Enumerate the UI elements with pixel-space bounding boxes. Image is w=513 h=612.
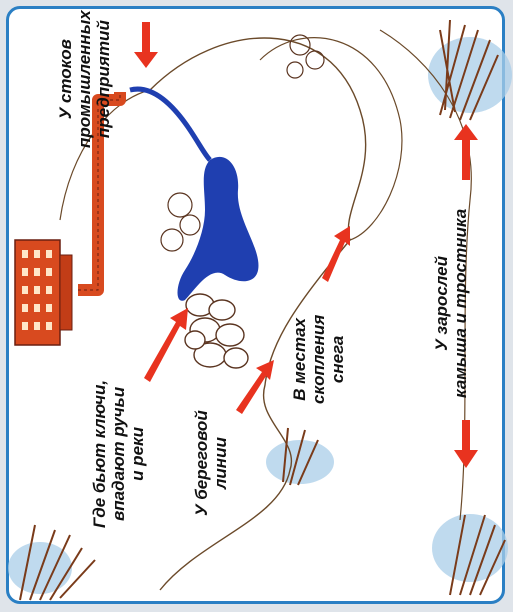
arrow-reeds-down xyxy=(454,420,478,468)
arrow-snow xyxy=(322,226,350,282)
label-shore: У береговой линии xyxy=(192,410,230,516)
factory-icon xyxy=(15,240,72,345)
stream xyxy=(130,89,210,160)
label-snow: В местах скопления снега xyxy=(290,315,347,404)
water-body xyxy=(178,157,259,301)
label-industrial: У стоков промышленных предприятий xyxy=(56,10,113,148)
snow-hill-line xyxy=(260,38,402,240)
label-reeds: У зарослей камыша и тростника xyxy=(432,209,470,398)
arrow-industrial xyxy=(134,22,158,68)
boulders-icon xyxy=(185,294,248,368)
arrow-reeds-up xyxy=(454,124,478,180)
ice-patch-top-right xyxy=(428,37,512,113)
label-springs: Где бьют ключи, впадают ручьи и реки xyxy=(90,380,147,528)
arrow-shore xyxy=(236,360,274,414)
ice-patch-bottom-right xyxy=(432,514,508,582)
arrow-springs xyxy=(144,308,188,382)
